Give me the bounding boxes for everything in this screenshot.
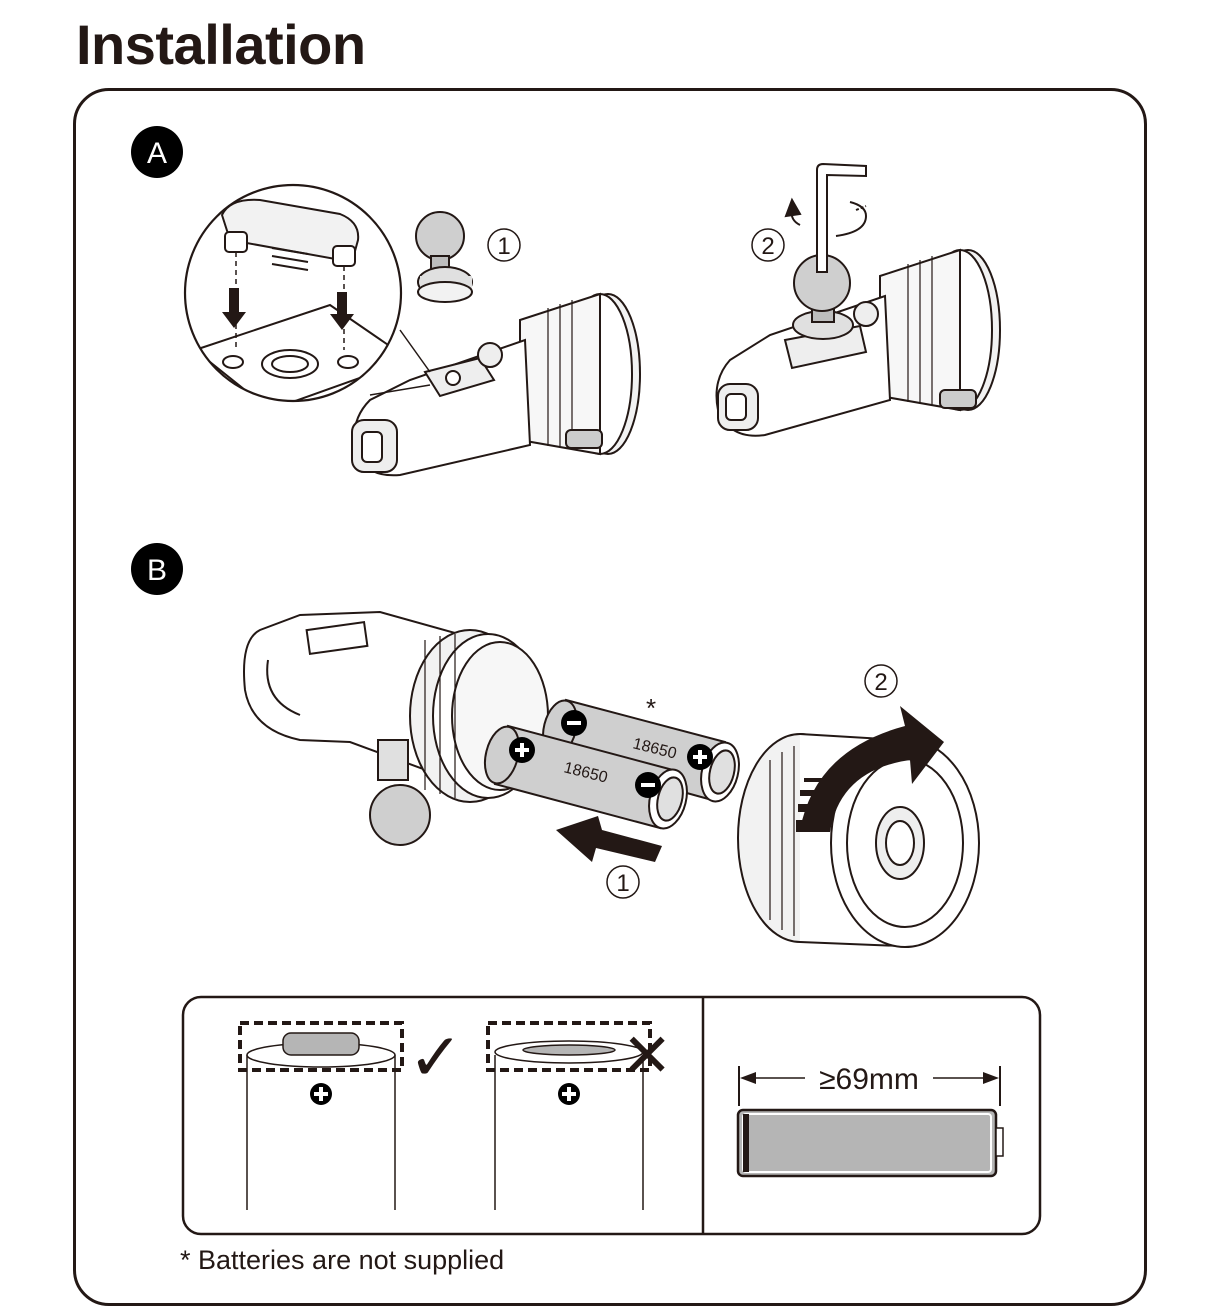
battery-asterisk: * [646, 693, 656, 723]
twist-arrow-icon [796, 706, 944, 832]
zoom-detail-circle [183, 183, 431, 403]
badge-b-label: B [147, 554, 167, 587]
badge-a-label: A [147, 137, 167, 170]
button-top-terminal-correct [238, 1021, 404, 1210]
badge-b: B [131, 543, 183, 595]
wrong-cross-icon: ✕ [622, 1022, 672, 1089]
correct-check-icon: ✓ [408, 1020, 463, 1094]
step-a1-label: 1 [497, 233, 510, 260]
step-b1-marker: 1 [606, 865, 640, 899]
insert-arrow-icon [556, 816, 662, 862]
step-b1-label: 1 [616, 870, 629, 897]
step-a1-marker: 1 [487, 228, 521, 262]
battery-length-diagram [736, 1066, 1004, 1178]
ball-mount-icon [415, 211, 473, 303]
battery-requirements-panel: ✓ ✕ ≥69mm [181, 995, 1042, 1236]
light-with-mount-base [351, 292, 641, 477]
step-b2-label: 2 [874, 669, 887, 696]
hex-key-icon [784, 162, 868, 273]
step-a2-label: 2 [761, 233, 774, 260]
step-a2-marker: 2 [751, 228, 785, 262]
instruction-frame [73, 88, 1147, 1306]
battery-length-label: ≥69mm [819, 1063, 919, 1096]
down-arrow-icon [222, 288, 246, 328]
light-with-ball-mount [715, 248, 1001, 437]
badge-a: A [131, 126, 183, 178]
down-arrow-icon [330, 292, 354, 330]
lens-head [737, 733, 980, 948]
step-b2-marker: 2 [864, 664, 898, 698]
page-title: Installation [76, 13, 366, 76]
section-b: B 18650 [131, 543, 980, 948]
batteries-footnote: * Batteries are not supplied [180, 1245, 505, 1275]
section-a: A [131, 126, 1001, 477]
flat-top-terminal-wrong [486, 1021, 652, 1210]
battery-front: 18650 [483, 724, 688, 830]
light-body-open [243, 610, 549, 846]
